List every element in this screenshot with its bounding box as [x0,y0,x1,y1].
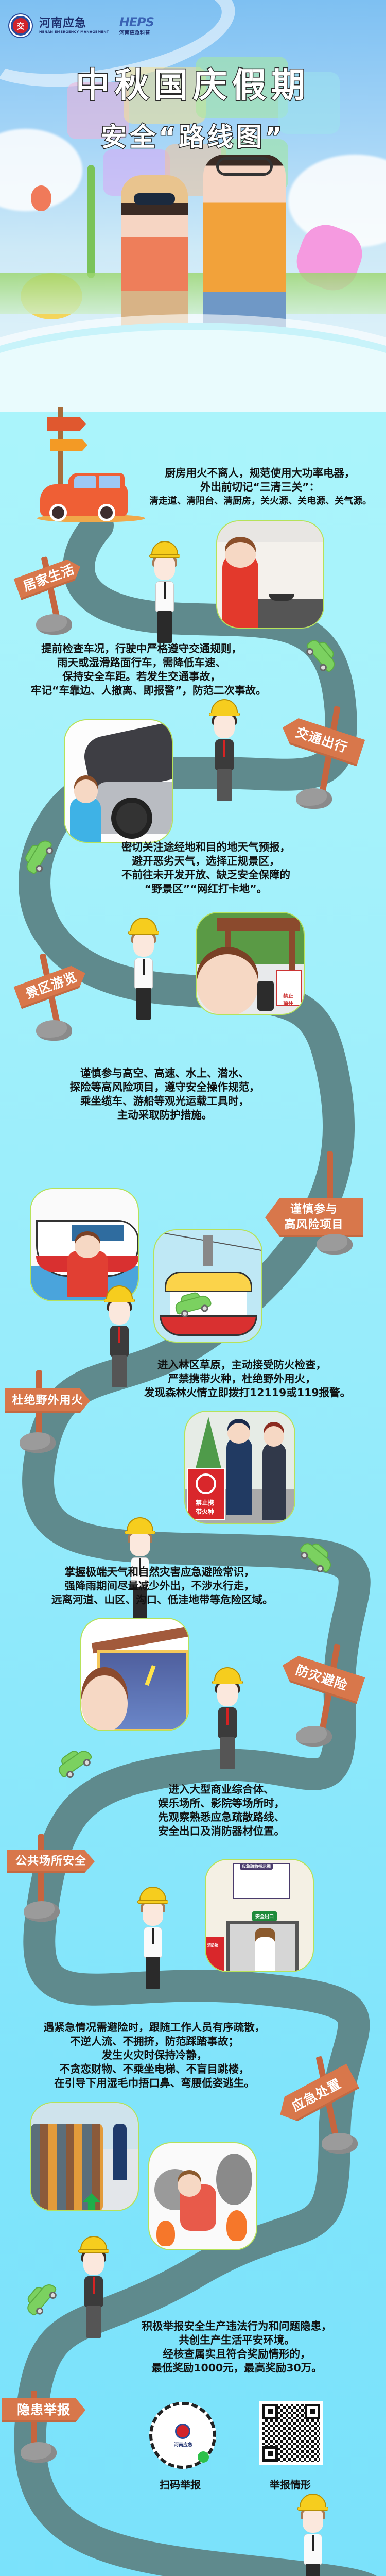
red-car-icon [37,469,145,526]
tip-home-life: 厨房用火不离人，规范使用大功率电器， 外出前切记“三清三关”： 清走道、清阳台、… [149,467,372,506]
title-main: 中秋国庆假期 [75,65,310,106]
signpost-scenic-area: 景区游览 [15,953,98,1041]
guide-male [211,1667,244,1775]
tip-high-risk-activities: 谨慎参与高空、高速、水上、潜水、 探险等高风险项目，遵守安全操作规范， 乘坐缆车… [69,1067,260,1121]
guide-female [127,918,160,1026]
signpost-hazard-report: 隐患举报 [2,2375,90,2463]
tip-emergency-response: 遇紧急情况需避险时，跟随工作人员有序疏散， 不逆人流、不拥挤，防范踩踏事故； 发… [43,2021,266,2089]
guide-female [136,1887,169,1995]
direction-arrow-sign [47,417,86,431]
signpost-emergency-response: 应急处置 [275,2056,368,2154]
emergency-emblem-icon: 交 [9,14,32,37]
direction-arrow-sign [50,439,87,451]
boat-life-jacket-illustration [30,1188,139,1301]
tip-forest-fire: 进入林区草原，主动接受防火检查， 严禁携带火种，杜绝野外用火， 发现森林火情立即… [144,1359,351,1399]
heps-logo: HEPS 河南应急科普 [119,14,154,36]
signpost-home-life: 居家生活 [15,556,98,635]
cloud-floor [0,330,386,412]
guide-male [208,699,241,807]
cable-car-illustration [153,1229,262,1343]
fire-escape-towel-illustration [148,2142,257,2250]
hero-travelers-illustration [0,155,386,350]
orderly-evacuation-illustration [30,2102,139,2211]
tip-public-places: 进入大型商业综合体、 娱乐场所、影院等场所时， 先观察熟悉应急疏散路线、 安全出… [158,1783,285,1837]
man-traveler-figure [203,155,286,340]
tip-hazard-report: 积极举报安全生产违法行为和问题隐患， 共创生产生活平安环境。 经核查属实且符合奖… [142,2320,332,2374]
report-qr-code[interactable] [259,2401,323,2465]
tip-disaster-prevention: 掌握极端天气和自然灾害应急避险常识， 强降雨期间尽量减少外出，不涉水行走， 远离… [51,1566,273,1606]
hero-banner: 交 河南应急 HENAN EMERGENCY MANAGEMENT HEPS 河… [0,0,386,412]
henan-emergency-logo: 河南应急 HENAN EMERGENCY MANAGEMENT [39,17,109,35]
signpost-no-wild-fire: 杜绝野外用火 [4,1370,97,1453]
kitchen-cooking-illustration [216,520,324,629]
report-mini-program-code[interactable]: 河南应急 [149,2402,216,2469]
scenic-area-no-entry-illustration: 禁止 前往 [196,912,305,1015]
forest-fire-check-illustration: 禁止携 带火种 [184,1411,295,1524]
start-signpost [47,407,145,515]
logo-row: 交 河南应急 HENAN EMERGENCY MANAGEMENT HEPS 河… [9,14,154,37]
title-sub: 安全“路线图” [100,122,285,153]
signpost-high-risk: 谨慎参与 高风险项目 [265,1151,368,1255]
guide-female [148,541,181,649]
signpost-traffic: 交通出行 [280,706,368,809]
signpost-disaster-avoidance: 防灾避险 [280,1643,368,1747]
guide-male [77,2236,110,2344]
guide-male [103,1285,136,1394]
tip-scenic-area: 密切关注途经地和目的地天气预报， 避开恶劣天气，选择正规景区， 不前往未开发开放… [121,841,290,895]
page-title: 中秋国庆假期 安全“路线图” [0,52,386,196]
rainstorm-window-illustration [80,1618,189,1731]
car-tire-check-illustration [64,719,173,843]
signpost-public-places: 公共场所安全 [7,1834,100,1922]
guide-female [296,2494,329,2576]
tip-traffic: 提前检查车况，行驶中严格遵守交通规则， 雨天或湿滑路面行车，需降低车速、 保持安… [31,642,267,697]
qr-caption-report-cases: 举报情形 [270,2479,311,2491]
emergency-exit-illustration: 应急疏散指示图 安全出口 消防箱 [205,1859,314,1972]
guide-female [124,1517,156,1625]
qr-caption-scan-report: 扫码举报 [160,2479,201,2491]
